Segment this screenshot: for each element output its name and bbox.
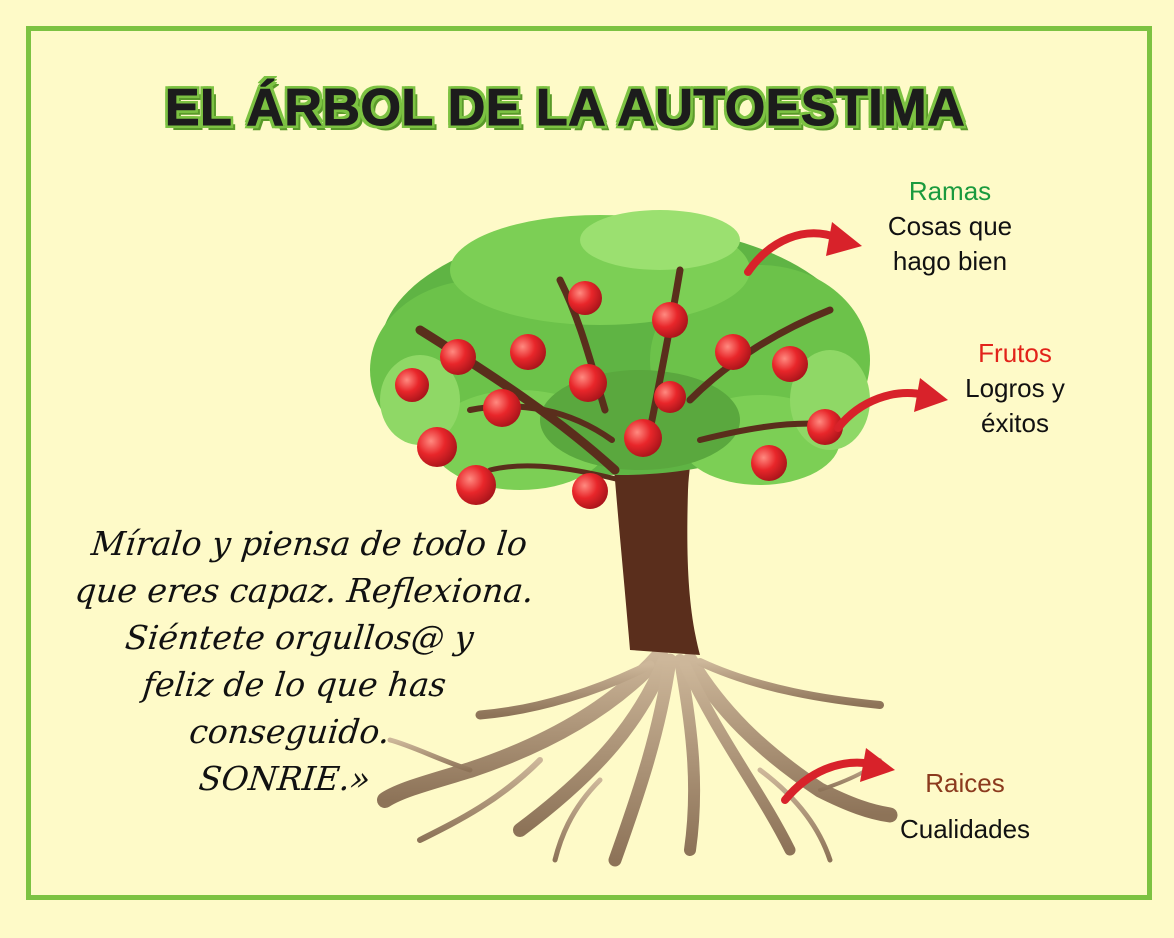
frutos-text-line2: éxitos [981, 408, 1049, 438]
quote-line6: SONRIE.» [197, 759, 373, 798]
quote-line4: feliz de lo que has [140, 665, 449, 704]
quote-line2: que eres capaz. Reflexiona. [73, 571, 536, 610]
raices-text-line1: Cualidades [899, 814, 1031, 844]
ramas-title: Ramas [908, 176, 992, 206]
apple [440, 339, 476, 375]
ramas-text-line1: Cosas que [887, 211, 1013, 241]
tree-fruits [395, 281, 843, 509]
apple [715, 334, 751, 370]
apple [483, 389, 521, 427]
label-raices: Raices Cualidades [870, 760, 1060, 852]
apple [568, 281, 602, 315]
tree-roots [377, 647, 898, 867]
apple [772, 346, 808, 382]
label-frutos: Frutos Logros y éxitos [935, 336, 1095, 441]
apple [572, 473, 608, 509]
raices-title: Raices [925, 768, 1005, 798]
page-frame [26, 26, 1152, 900]
ramas-text-line2: hago bien [892, 246, 1008, 276]
apple [456, 465, 496, 505]
label-ramas: Ramas Cosas que hago bien [860, 174, 1040, 279]
arrow-raices [781, 748, 895, 804]
apple [654, 381, 686, 413]
quote-line1: Míralo y piensa de todo lo [89, 524, 530, 563]
apple [652, 302, 688, 338]
arrow-ramas [744, 222, 862, 276]
apple [510, 334, 546, 370]
apple [395, 368, 429, 402]
arrow-frutos [834, 378, 948, 432]
apple [569, 364, 607, 402]
motivational-quote: Míralo y piensa de todo lo que eres capa… [47, 520, 547, 802]
quote-line3: Siéntete orgullos@ y [123, 618, 476, 657]
quote-line5: conseguido. [187, 712, 392, 751]
page-title: EL ÁRBOL DE LA AUTOESTIMA [164, 79, 966, 138]
apple [751, 445, 787, 481]
frutos-title: Frutos [978, 338, 1052, 368]
apple [417, 427, 457, 467]
apple [624, 419, 662, 457]
apple [807, 409, 843, 445]
frutos-text-line1: Logros y [965, 373, 1065, 403]
